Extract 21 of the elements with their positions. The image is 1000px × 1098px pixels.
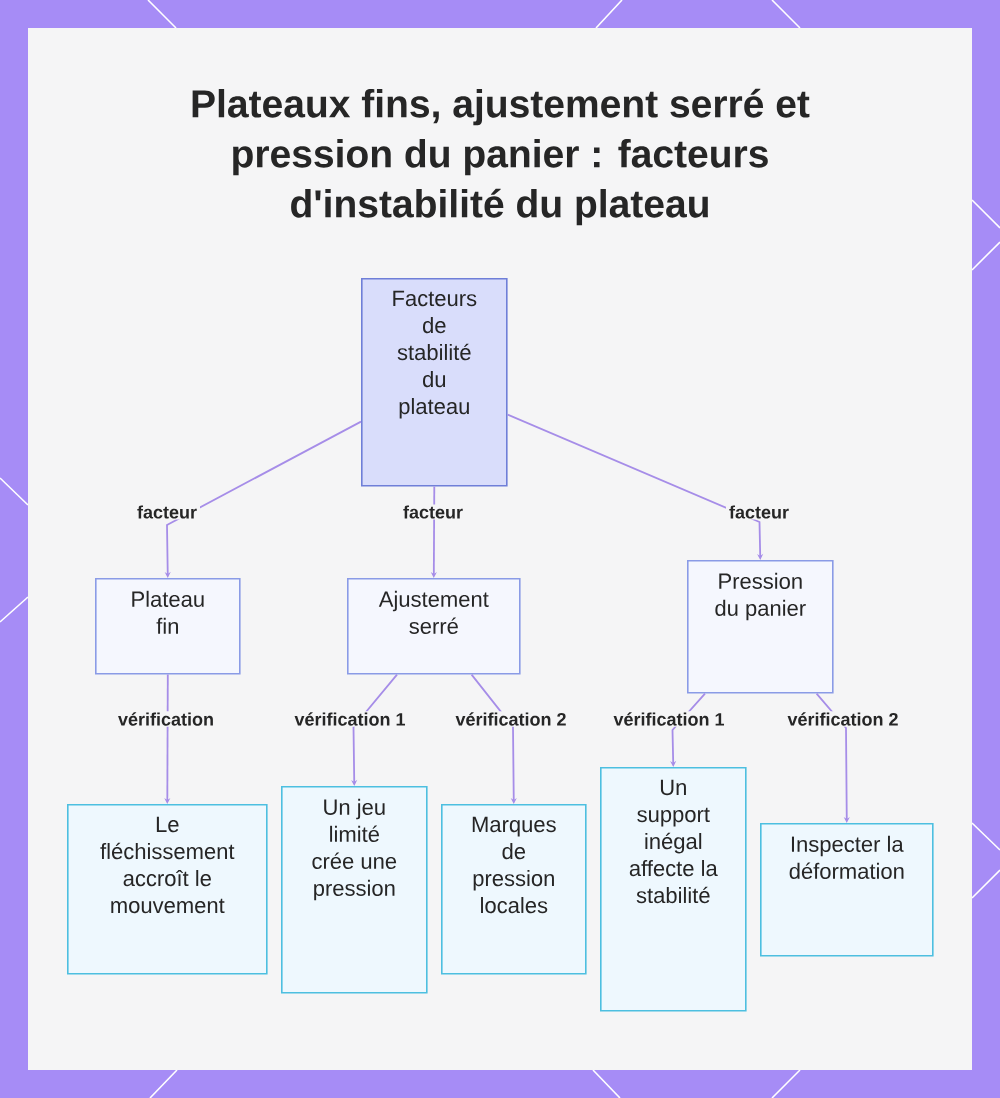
arrow bbox=[815, 692, 850, 823]
edge-label: vérification 2 bbox=[452, 711, 570, 727]
title: Plateaux fins, ajustement serré et pression du panier : facteurs d'instabilité du plateau bbox=[192, 88, 810, 226]
factor-box: Plateau fin bbox=[95, 578, 241, 675]
edge-label: vérification 2 bbox=[784, 711, 902, 727]
detail-box: Marques de pression locales bbox=[441, 804, 587, 975]
edge-label: facteur bbox=[134, 504, 200, 520]
edge-label: facteur bbox=[400, 504, 466, 520]
detail-box: Un jeu limité crée une pression bbox=[281, 786, 428, 994]
factor-box: Pression du panier bbox=[687, 560, 834, 694]
detail-box: Inspecter la déformation bbox=[760, 823, 934, 957]
detail-box: Un support inégal affecte la stabilité bbox=[600, 767, 747, 1012]
edge-label: facteur bbox=[726, 504, 792, 520]
edge-label: vérification 1 bbox=[291, 711, 409, 727]
arrow bbox=[506, 413, 764, 560]
root-box: Facteurs de stabilité du plateau bbox=[361, 278, 508, 487]
detail-box: Le fléchissement accroît le mouvement bbox=[67, 804, 268, 975]
arrow bbox=[470, 673, 517, 804]
factor-box: Ajustement serré bbox=[347, 578, 521, 675]
edge-label: vérification bbox=[115, 711, 217, 727]
edge-label: vérification 1 bbox=[610, 711, 728, 727]
